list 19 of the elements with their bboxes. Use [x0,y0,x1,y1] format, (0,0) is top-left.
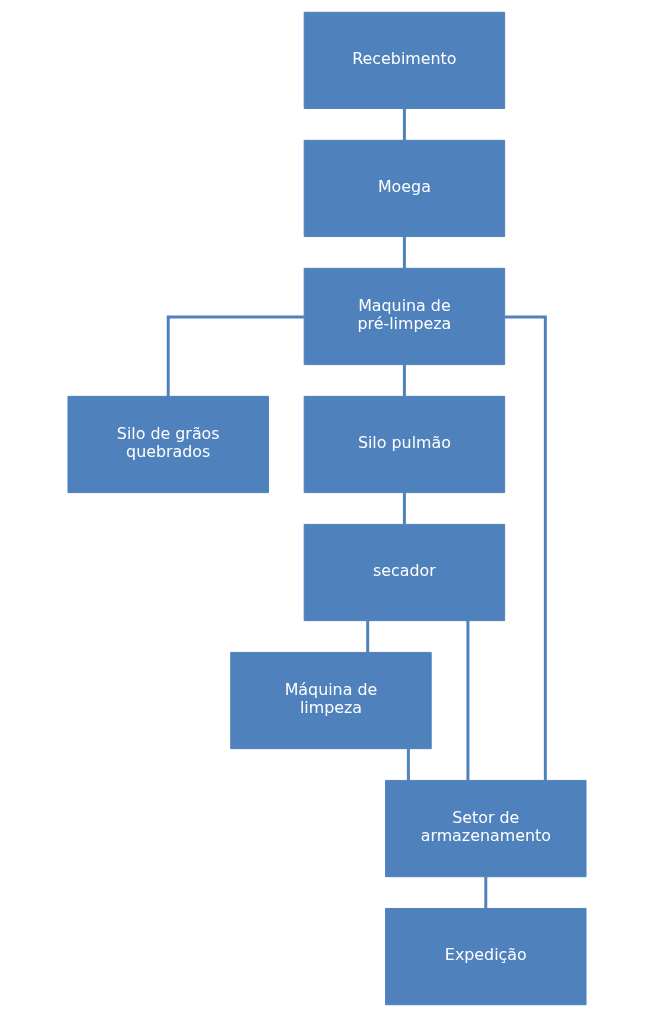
node-box: Maquina de pré-limpeza [303,267,506,366]
node-box: Silo pulmão [303,395,506,494]
node-box: Setor de armazenamento [385,779,587,878]
connector [406,748,410,781]
connector [166,315,304,397]
connector [402,108,406,140]
connector [466,620,470,781]
node-box: Moega [303,139,506,238]
node-box: Silo de grãos quebrados [67,395,269,494]
connector [402,364,406,396]
connector [402,236,406,268]
node-box: Recebimento [303,11,506,110]
connector [366,620,370,653]
connector [484,876,488,909]
connector [504,315,547,780]
node-box: Expedição [385,907,587,1006]
connector [402,492,406,525]
node-box: Máquina de limpeza [230,651,432,750]
node-box: secador [303,523,506,622]
